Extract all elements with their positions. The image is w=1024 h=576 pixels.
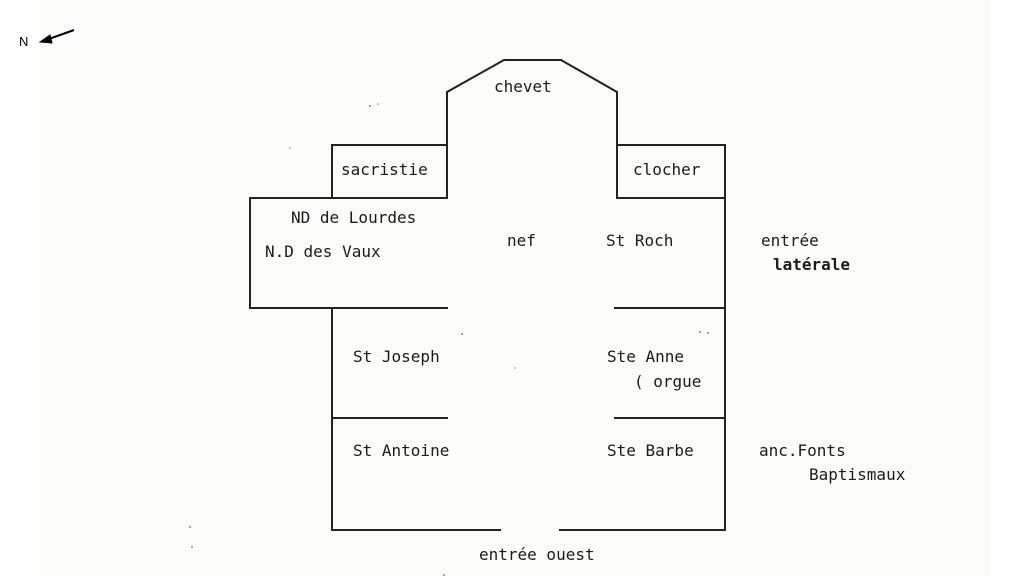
- chevet-label: chevet: [494, 77, 552, 96]
- nd-chapel-outline: [249, 197, 448, 309]
- nd-vaux-label: N.D des Vaux: [265, 242, 381, 261]
- north-arrow-icon: [38, 29, 75, 44]
- scan-specks: [189, 103, 709, 576]
- st-joseph-label: St Joseph: [353, 347, 440, 366]
- chevet-outline: [446, 59, 618, 146]
- fonts-label-1: anc.Fonts: [759, 441, 846, 460]
- st-antoine-label: St Antoine: [353, 441, 450, 460]
- nef-label: nef: [507, 231, 536, 250]
- clocher-label: clocher: [633, 160, 701, 179]
- nd-lourdes-label: ND de Lourdes: [291, 208, 417, 227]
- st-roch-label: St Roch: [606, 231, 674, 250]
- ste-barbe-label: Ste Barbe: [607, 441, 694, 460]
- entree-laterale-label-2: latérale: [773, 255, 851, 274]
- clocher-outline: [616, 144, 726, 199]
- orgue-label: ( orgue: [634, 372, 702, 391]
- fonts-label-2: Baptismaux: [809, 465, 906, 484]
- sacristie-label: sacristie: [341, 160, 428, 179]
- north-label: N: [19, 34, 29, 49]
- entree-laterale-label-1: entrée: [761, 231, 819, 250]
- scanned-paper: [40, 0, 990, 576]
- sacristie-outline: [331, 144, 448, 199]
- ste-anne-label: Ste Anne: [607, 347, 685, 366]
- entree-ouest-label: entrée ouest: [479, 545, 595, 564]
